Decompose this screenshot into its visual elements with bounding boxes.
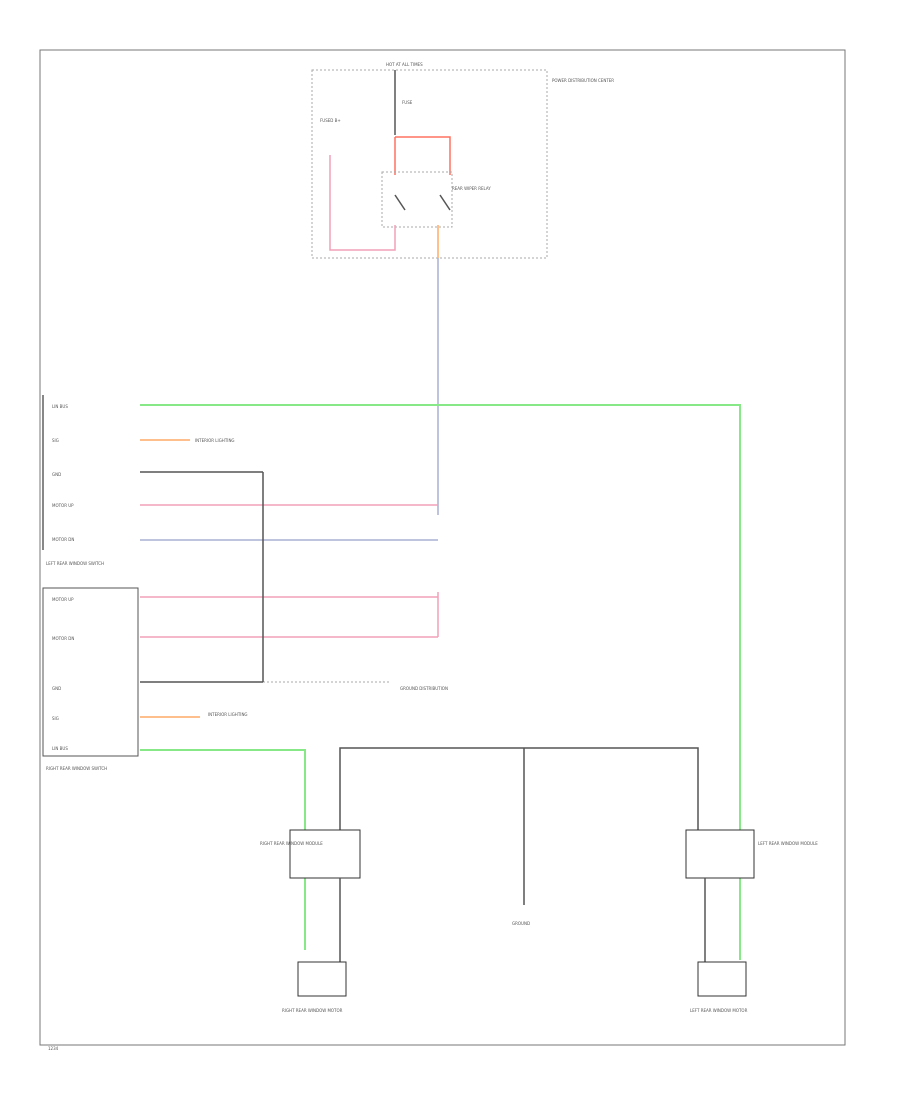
footer-code: 1234 xyxy=(48,1046,59,1051)
svg-text:RIGHT REAR WINDOW MODULE: RIGHT REAR WINDOW MODULE xyxy=(260,841,323,846)
diagram-frame xyxy=(39,49,846,1046)
left-switch-module: LIN BUS SIG GND MOTOR UP MOTOR DN LEFT R… xyxy=(42,395,438,566)
svg-text:LEFT REAR WINDOW MOTOR: LEFT REAR WINDOW MOTOR xyxy=(690,1008,748,1013)
fuse-label: FUSE xyxy=(402,100,413,105)
svg-text:INTERIOR LIGHTING: INTERIOR LIGHTING xyxy=(208,712,248,717)
left-rear-module: LEFT REAR WINDOW MODULE LEFT REAR WINDOW… xyxy=(685,829,818,1013)
svg-text:GND: GND xyxy=(52,686,61,691)
svg-text:LIN BUS: LIN BUS xyxy=(52,404,68,409)
svg-text:SIG: SIG xyxy=(52,716,59,721)
power-distribution-center: HOT AT ALL TIMES POWER DISTRIBUTION CENT… xyxy=(311,62,614,259)
fused-b-wire xyxy=(329,155,396,251)
svg-text:GROUND DISTRIBUTION: GROUND DISTRIBUTION xyxy=(400,686,448,691)
ground-label: GROUND xyxy=(512,921,530,926)
right-lin-wire xyxy=(140,749,306,950)
svg-text:MOTOR UP: MOTOR UP xyxy=(52,503,74,508)
ground-bus xyxy=(339,747,699,830)
pdc-label: POWER DISTRIBUTION CENTER xyxy=(552,78,614,83)
relay-label: REAR WIPER RELAY xyxy=(452,186,491,191)
svg-text:MOTOR DN: MOTOR DN xyxy=(52,636,74,641)
svg-text:GND: GND xyxy=(52,472,61,477)
svg-text:RIGHT REAR WINDOW SWITCH: RIGHT REAR WINDOW SWITCH xyxy=(46,766,107,771)
hot-label: HOT AT ALL TIMES xyxy=(386,62,423,67)
svg-text:RIGHT REAR WINDOW MOTOR: RIGHT REAR WINDOW MOTOR xyxy=(282,1008,343,1013)
svg-text:MOTOR UP: MOTOR UP xyxy=(52,597,74,602)
right-rear-module: RIGHT REAR WINDOW MODULE RIGHT REAR WIND… xyxy=(260,829,361,1013)
fused-b-label: FUSED B+ xyxy=(320,118,341,123)
lin-bus-wire xyxy=(140,404,741,870)
relay-feed-wire xyxy=(394,136,451,175)
svg-text:MOTOR DN: MOTOR DN xyxy=(52,537,74,542)
svg-text:LIN BUS: LIN BUS xyxy=(52,746,68,751)
svg-text:LEFT REAR WINDOW SWITCH: LEFT REAR WINDOW SWITCH xyxy=(46,561,104,566)
svg-text:INTERIOR LIGHTING: INTERIOR LIGHTING xyxy=(195,438,235,443)
svg-text:LEFT REAR WINDOW MODULE: LEFT REAR WINDOW MODULE xyxy=(758,841,818,846)
svg-text:SIG: SIG xyxy=(52,438,59,443)
right-switch-module: MOTOR UP MOTOR DN GND SIG LIN BUS RIGHT … xyxy=(42,587,448,950)
